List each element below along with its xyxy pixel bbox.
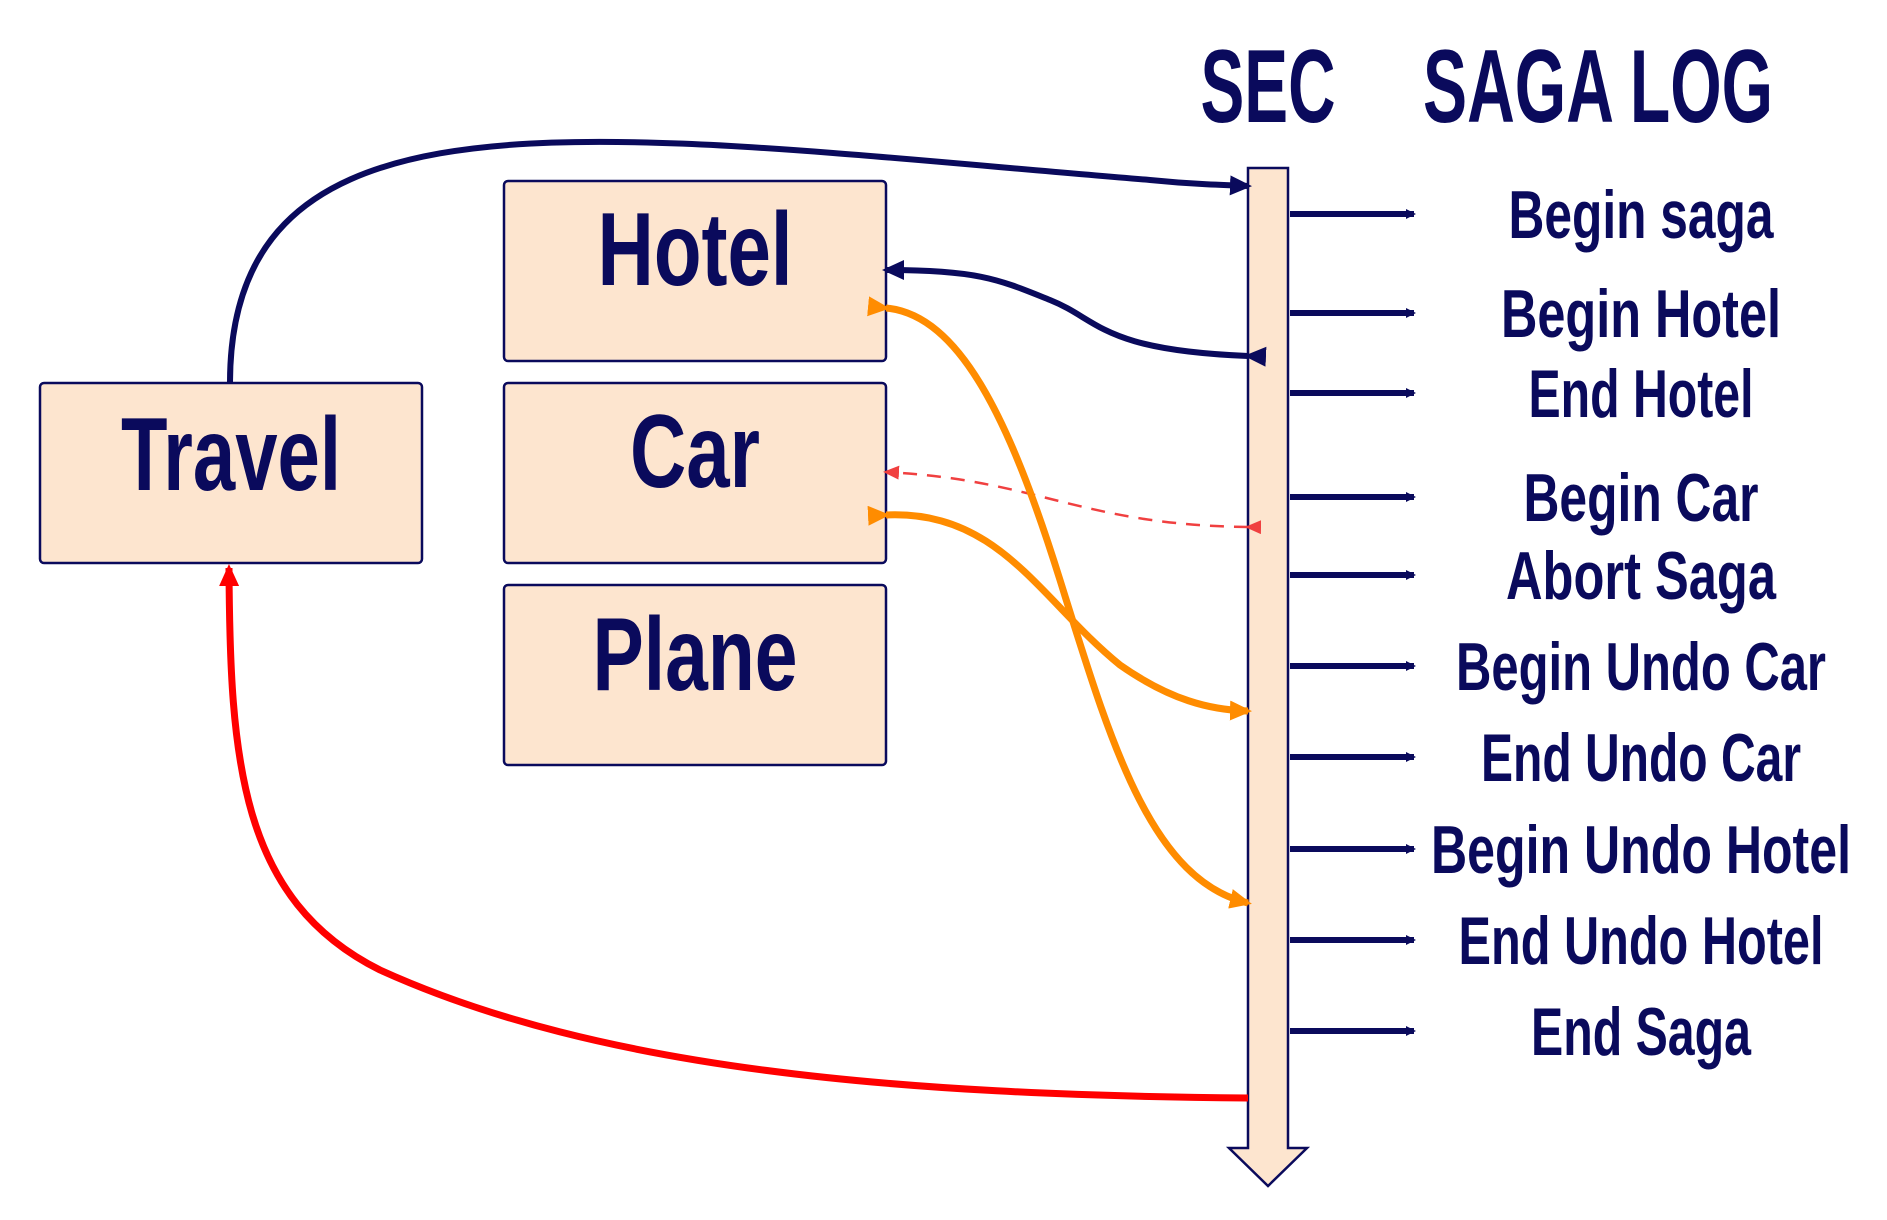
travel-box: Travel bbox=[38, 381, 424, 565]
saga-log-entry: End Undo Hotel bbox=[1459, 903, 1824, 979]
saga-log-entry: End Undo Car bbox=[1481, 720, 1801, 796]
saga-log-entry: End Hotel bbox=[1529, 356, 1754, 432]
car-box: Car bbox=[502, 381, 888, 565]
saga-log-entry: Abort Saga bbox=[1506, 538, 1777, 614]
sec-heading: SEC bbox=[1201, 29, 1336, 145]
saga-log-ticks bbox=[1290, 209, 1416, 1036]
hotel-undo-arrow bbox=[867, 296, 1252, 909]
saga-log-entry: Begin Undo Hotel bbox=[1431, 812, 1851, 888]
travel-to-sec-arrow bbox=[227, 138, 1252, 384]
hotel-label: Hotel bbox=[598, 192, 793, 308]
sec-to-travel-end-arrow bbox=[219, 564, 1249, 1102]
saga-log-entry: End Saga bbox=[1531, 994, 1752, 1070]
saga-log-entry: Begin saga bbox=[1509, 177, 1775, 253]
saga-log-entry: Begin Undo Car bbox=[1456, 629, 1826, 705]
saga-log-entry: Begin Car bbox=[1524, 460, 1759, 536]
plane-box: Plane bbox=[502, 583, 888, 767]
hotel-box: Hotel bbox=[502, 179, 888, 363]
saga-log-heading: SAGA LOG bbox=[1423, 29, 1773, 145]
hotel-sec-arrow bbox=[882, 260, 1267, 367]
car-label: Car bbox=[630, 394, 760, 510]
saga-log-entry: Begin Hotel bbox=[1501, 276, 1781, 352]
plane-label: Plane bbox=[593, 597, 798, 713]
travel-label: Travel bbox=[121, 397, 341, 513]
